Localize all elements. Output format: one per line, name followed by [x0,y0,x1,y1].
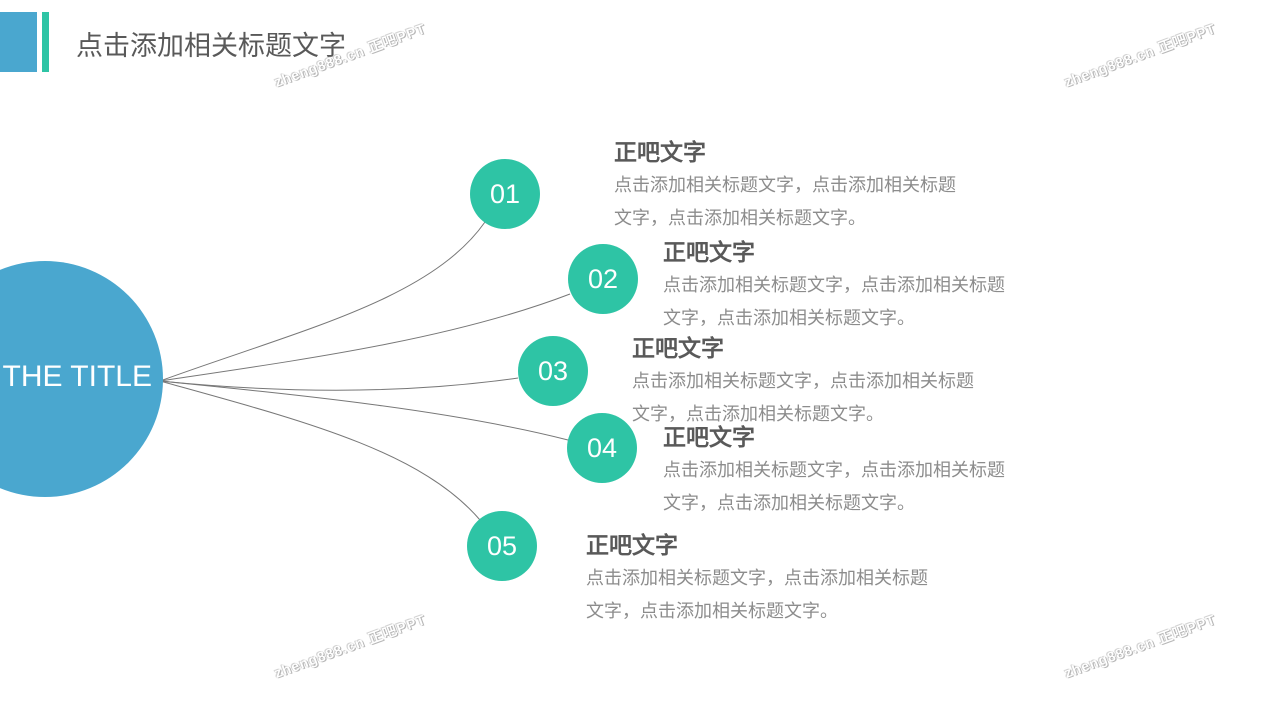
node-05: 05 [467,511,537,581]
center-circle [0,261,163,497]
item-title: 正吧文字 [663,239,755,265]
page-title: 点击添加相关标题文字 [76,31,346,61]
item-body-line: 点击添加相关标题文字，点击添加相关标题 [663,275,1005,295]
item-title: 正吧文字 [663,424,755,450]
node-03: 03 [518,336,588,406]
item-body-line: 文字，点击添加相关标题文字。 [614,208,866,228]
item-body-line: 文字，点击添加相关标题文字。 [663,493,915,513]
item-body-line: 点击添加相关标题文字，点击添加相关标题 [614,175,956,195]
connector-line-03 [159,377,519,391]
item-body-line: 文字，点击添加相关标题文字。 [586,601,838,621]
item-body-line: 点击添加相关标题文字，点击添加相关标题 [586,568,928,588]
connector-line-02 [159,293,571,382]
header-accent-blue [0,12,37,72]
item-03: 正吧文字 点击添加相关标题文字，点击添加相关标题文字，点击添加相关标题文字。 [632,333,1012,431]
item-body-line: 文字，点击添加相关标题文字。 [663,308,915,328]
item-body-line: 点击添加相关标题文字，点击添加相关标题 [663,460,1005,480]
item-04: 正吧文字 点击添加相关标题文字，点击添加相关标题文字，点击添加相关标题文字。 [663,422,1043,520]
item-body-line: 点击添加相关标题文字，点击添加相关标题 [632,371,974,391]
connector-line-05 [159,380,481,521]
node-02: 02 [568,244,638,314]
header-accent-teal [42,12,49,72]
node-04: 04 [567,413,637,483]
item-title: 正吧文字 [614,139,706,165]
center-title: THE TITLE [2,360,152,393]
item-05: 正吧文字 点击添加相关标题文字，点击添加相关标题文字，点击添加相关标题文字。 [586,530,966,628]
item-title: 正吧文字 [632,335,724,361]
item-01: 正吧文字 点击添加相关标题文字，点击添加相关标题文字，点击添加相关标题文字。 [614,137,994,235]
item-body-line: 文字，点击添加相关标题文字。 [632,404,884,424]
item-title: 正吧文字 [586,532,678,558]
item-02: 正吧文字 点击添加相关标题文字，点击添加相关标题文字，点击添加相关标题文字。 [663,237,1043,335]
connector-line-01 [159,221,486,382]
node-01: 01 [470,159,540,229]
connector-line-04 [159,380,569,441]
